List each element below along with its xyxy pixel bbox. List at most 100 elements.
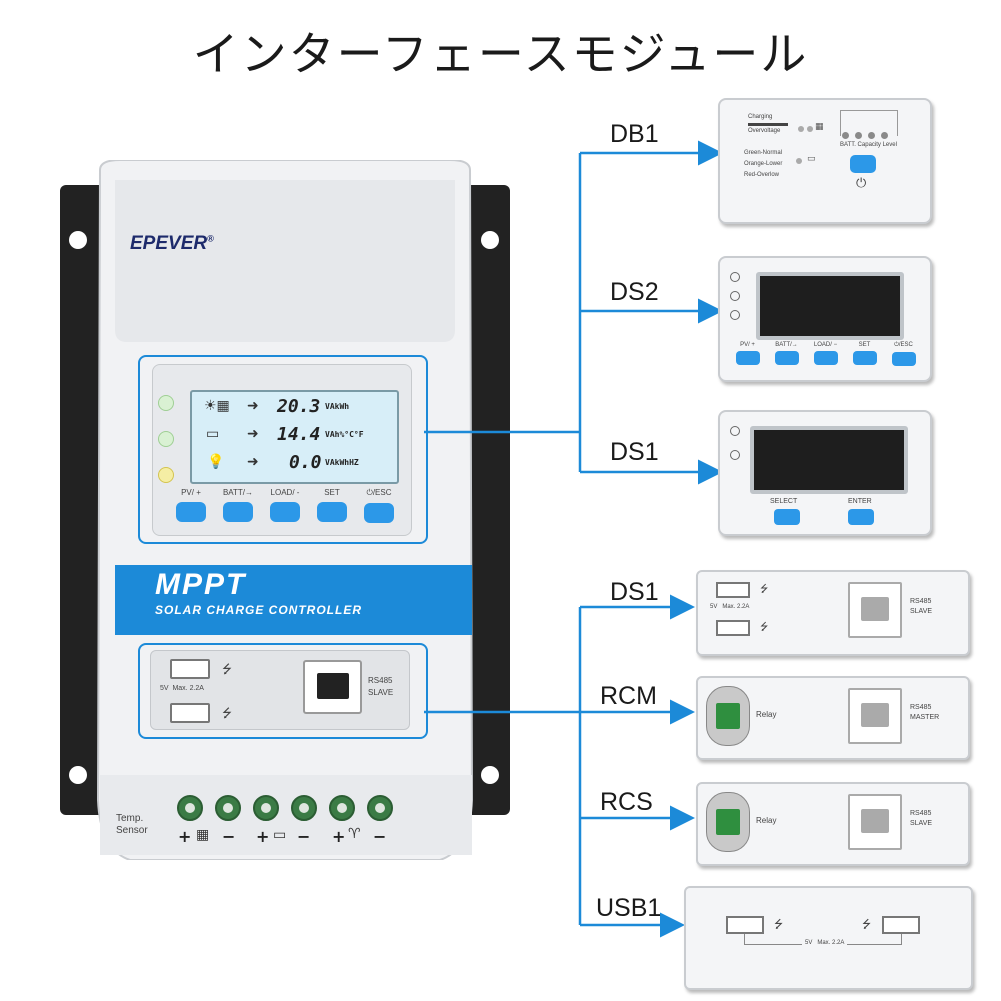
lcd-unit-1: VAkWh bbox=[325, 402, 350, 411]
button-load-key[interactable] bbox=[270, 502, 300, 522]
db1-power-button[interactable] bbox=[850, 155, 876, 173]
db1-capacity-bracket bbox=[840, 110, 898, 136]
db1-capacity-leds bbox=[842, 124, 902, 139]
button-pv-key[interactable] bbox=[176, 502, 206, 522]
rs485-role: SLAVE bbox=[368, 688, 394, 697]
ds1-select-label: SELECT bbox=[770, 498, 798, 505]
module-label-usb1: USB1 bbox=[596, 894, 662, 922]
module-ds1-comm: ⭍ ⭍ 5V Max. 2.2A RS485 SLAVE bbox=[696, 570, 970, 656]
ds2-led-column bbox=[730, 272, 740, 342]
db1-overvoltage-label: Overvoltage bbox=[748, 128, 781, 134]
module-label-rcs: RCS bbox=[600, 788, 653, 816]
ds1-enter-button[interactable] bbox=[848, 509, 874, 525]
button-set-key[interactable] bbox=[317, 502, 347, 522]
button-load[interactable]: LOAD/ - bbox=[262, 488, 308, 522]
module-db1: Charging Overvoltage ▦ BATT. Capacity Le… bbox=[718, 98, 932, 224]
button-pv-label: PV/ + bbox=[181, 488, 201, 497]
rs485-jack-icon bbox=[861, 597, 889, 621]
usb-spec: 5V Max. 2.2A bbox=[160, 685, 204, 692]
module-label-ds2: DS2 bbox=[610, 278, 659, 306]
battery-led-icon bbox=[158, 431, 174, 447]
battery-icon: ▭ bbox=[273, 827, 287, 843]
button-esc[interactable]: ⏻/ESC bbox=[356, 488, 402, 523]
led-column bbox=[158, 395, 176, 495]
button-batt[interactable]: BATT/→ bbox=[215, 488, 261, 522]
product-subtitle: SOLAR CHARGE CONTROLLER bbox=[155, 603, 362, 617]
db1-led-2 bbox=[807, 126, 813, 132]
button-esc-label: ⏻/ESC bbox=[366, 488, 392, 497]
db1-status-led bbox=[796, 158, 802, 164]
button-set[interactable]: SET bbox=[309, 488, 355, 522]
ds2-button-set[interactable]: SET bbox=[845, 342, 884, 365]
temp-sensor-label-2: Sensor bbox=[116, 825, 148, 836]
rs485-port bbox=[848, 688, 902, 744]
db1-charging-bar bbox=[748, 123, 788, 126]
terminal-sign-4: − bbox=[297, 827, 311, 846]
solar-panel-icon: ▦ bbox=[815, 122, 824, 132]
arrow-icon: ➜ bbox=[247, 426, 259, 442]
module-rcm: Relay RS485 MASTER bbox=[696, 676, 970, 760]
terminal-block bbox=[177, 795, 393, 821]
usb-icon: ⭍ bbox=[862, 918, 872, 931]
ds1-screen bbox=[750, 426, 908, 494]
rs485-jack-icon bbox=[861, 809, 889, 833]
module-label-db1: DB1 bbox=[610, 120, 659, 148]
ds2-screen bbox=[756, 272, 904, 340]
lcd-screen: ☀▦ ➜ 20.3 VAkWh ▭ ➜ 14.4 VAh%°C°F 💡 ➜ 0.… bbox=[190, 390, 399, 484]
arrow-icon: ➜ bbox=[247, 398, 259, 414]
button-load-label: LOAD/ - bbox=[270, 488, 300, 497]
terminal-sign-6: − bbox=[373, 827, 387, 846]
button-batt-label: BATT/→ bbox=[222, 488, 254, 497]
lcd-value-1: 20.3 bbox=[277, 396, 321, 417]
ds2-button-pv-label: PV/ + bbox=[740, 342, 755, 348]
usb-icon: ⭍ bbox=[760, 622, 769, 633]
relay-terminal-icon bbox=[716, 703, 740, 729]
rs485-port bbox=[848, 794, 902, 850]
button-pv[interactable]: PV/ + bbox=[168, 488, 214, 522]
battery-icon: ▭ bbox=[807, 154, 816, 164]
terminal-sign-3: + bbox=[256, 827, 270, 846]
lcd-row-1: ☀▦ ➜ 20.3 VAkWh bbox=[192, 396, 397, 422]
load-led-icon bbox=[158, 467, 174, 483]
product-line: MPPT bbox=[155, 568, 247, 601]
usb-icon: ⭍ bbox=[222, 706, 232, 720]
rcs-rs485-role: SLAVE bbox=[910, 820, 933, 827]
brand-logo: EPEVER® bbox=[130, 233, 214, 255]
lcd-unit-3: VAkWhHZ bbox=[325, 458, 359, 467]
temp-sensor-label-1: Temp. bbox=[116, 813, 144, 824]
rs485-jack-icon bbox=[861, 703, 889, 727]
ds1-rs485-role: SLAVE bbox=[910, 608, 933, 615]
ds2-button-pv[interactable]: PV/ + bbox=[728, 342, 767, 365]
rcs-rs485-label: RS485 bbox=[910, 810, 932, 817]
button-batt-key[interactable] bbox=[223, 502, 253, 522]
usb-port-1 bbox=[170, 659, 210, 679]
relay-terminal-icon bbox=[716, 809, 740, 835]
battery-icon: ▭ bbox=[206, 426, 220, 442]
relay-socket bbox=[706, 686, 750, 746]
rcm-rs485-role: MASTER bbox=[910, 714, 940, 721]
rcm-relay-label: Relay bbox=[756, 710, 777, 719]
ds2-button-load[interactable]: LOAD/ − bbox=[806, 342, 845, 365]
button-esc-key[interactable] bbox=[364, 503, 394, 523]
db1-green-label: Green-Normal bbox=[744, 150, 783, 156]
comm-port-highlight bbox=[138, 643, 428, 739]
db1-red-label: Red-Overlow bbox=[744, 172, 780, 178]
module-label-rcm: RCM bbox=[600, 682, 657, 710]
ds1-select-button[interactable] bbox=[774, 509, 800, 525]
brand-name: EPEVER bbox=[130, 233, 208, 254]
pv-led-icon bbox=[158, 395, 174, 411]
ds2-button-batt[interactable]: BATT/→ bbox=[767, 342, 806, 365]
usb-icon: ⭍ bbox=[774, 918, 784, 931]
db1-orange-label: Orange-Lower bbox=[744, 161, 783, 167]
ds2-button-batt-label: BATT/→ bbox=[775, 342, 798, 348]
usb-icon: ⭍ bbox=[760, 584, 769, 595]
ds2-button-esc[interactable]: ⏻/ESC bbox=[884, 342, 923, 366]
rs485-label: RS485 bbox=[368, 676, 393, 685]
brand-registered-mark: ® bbox=[207, 233, 214, 244]
terminal-sign-1: + bbox=[178, 827, 192, 846]
rcm-rs485-label: RS485 bbox=[910, 704, 932, 711]
ds2-button-set-label: SET bbox=[858, 342, 871, 348]
usb-port-2 bbox=[716, 620, 750, 636]
module-ds1-display: SELECT ENTER bbox=[718, 410, 932, 536]
